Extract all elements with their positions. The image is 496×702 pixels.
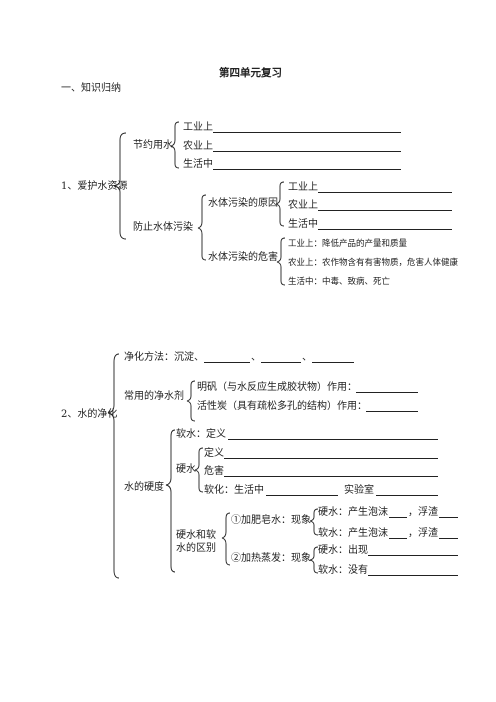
- part1-label: 1、爱护水资源: [61, 181, 128, 192]
- agent-carbon: 活性炭（具有疏松多孔的结构）作用：: [197, 401, 367, 412]
- harms-daily: 生活中：中毒、致病、死亡: [288, 277, 391, 287]
- brace-agents: [186, 380, 196, 422]
- causes-agriculture: 农业上: [288, 200, 318, 211]
- hard-water-label: 硬水: [176, 464, 196, 475]
- blank-line: [312, 362, 354, 363]
- pollution-causes-label: 水体污染的原因: [208, 198, 278, 209]
- brace-hard: [194, 447, 204, 493]
- blank-line: [366, 411, 418, 412]
- blank-line: [439, 538, 458, 539]
- blank-line: [356, 392, 418, 393]
- blank-line: [213, 151, 401, 152]
- evaporate-hard-result: 硬水：出现: [318, 545, 368, 556]
- blank-line: [224, 476, 438, 477]
- softening-daily: 软化：生活中: [204, 485, 264, 496]
- distinguish-label-line2: 水的区别: [176, 543, 216, 554]
- blank-line: [389, 538, 407, 539]
- soap-test-label: ①加肥皂水：现象: [231, 515, 311, 526]
- blank-line: [389, 517, 407, 518]
- blank-line: [261, 362, 301, 363]
- page-title: 第四单元复习: [219, 67, 282, 79]
- purify-methods-prefix: 净化方法：沉淀、: [124, 352, 204, 363]
- causes-industry: 工业上: [288, 182, 318, 193]
- brace-causes: [275, 181, 285, 227]
- blank-line: [204, 362, 250, 363]
- blank-line: [266, 495, 338, 496]
- causes-daily: 生活中: [288, 219, 318, 230]
- blank-line: [228, 439, 438, 440]
- blank-line: [213, 132, 401, 133]
- brace-harms: [276, 237, 286, 286]
- save-water-label: 节约用水: [133, 140, 173, 151]
- save-water-daily: 生活中: [183, 159, 213, 170]
- evaporate-test-label: ②加热蒸发：现象: [231, 553, 311, 564]
- brace-prevent: [197, 194, 207, 261]
- harms-agriculture: 农业上：农作物含有有害物质，危害人体健康: [288, 258, 459, 268]
- agent-alum: 明矾（与水反应生成胶状物）作用：: [197, 382, 357, 393]
- soap-soft-result: 软水：产生泡沫: [318, 528, 388, 539]
- purify-methods-sep: 、: [251, 352, 261, 363]
- hardness-label: 水的硬度: [124, 482, 164, 493]
- part2-label: 2、水的净化: [61, 409, 118, 420]
- hard-water-harm: 危害: [204, 466, 224, 477]
- soap-soft-scum: ，浮渣: [408, 528, 438, 539]
- blank-line: [368, 555, 458, 556]
- blank-line: [318, 192, 452, 193]
- blank-line: [224, 458, 438, 459]
- purify-methods-sep: 、: [302, 352, 312, 363]
- harms-industry: 工业上：降低产品的产量和质量: [288, 239, 408, 249]
- brace-distinguish: [221, 512, 231, 566]
- brace-part2: [107, 353, 120, 579]
- distinguish-label-line1: 硬水和软: [176, 530, 216, 541]
- soft-water-definition: 软水：定义: [176, 429, 226, 440]
- prevent-pollution-label: 防止水体污染: [133, 222, 193, 233]
- softening-lab: 实验室: [344, 485, 374, 496]
- brace-hardness: [165, 429, 176, 573]
- brace-evaporate: [309, 546, 319, 574]
- brace-soap: [309, 508, 319, 536]
- brace-save-water: [170, 121, 180, 169]
- soap-hard-scum: ，浮渣: [408, 507, 438, 518]
- evaporate-soft-result: 软水：没有: [318, 565, 368, 576]
- blank-line: [213, 169, 401, 170]
- hard-water-definition: 定义: [204, 448, 224, 459]
- pollution-harms-label: 水体污染的危害: [208, 252, 278, 263]
- blank-line: [439, 517, 458, 518]
- save-water-industry: 工业上: [183, 122, 213, 133]
- blank-line: [318, 229, 452, 230]
- blank-line: [376, 495, 438, 496]
- agents-label: 常用的净水剂: [124, 391, 184, 402]
- save-water-agriculture: 农业上: [183, 141, 213, 152]
- brace-part1: [113, 132, 127, 240]
- blank-line: [368, 575, 458, 576]
- soap-hard-result: 硬水：产生泡沫: [318, 507, 388, 518]
- blank-line: [318, 210, 452, 211]
- section-heading: 一、知识归纳: [61, 83, 121, 94]
